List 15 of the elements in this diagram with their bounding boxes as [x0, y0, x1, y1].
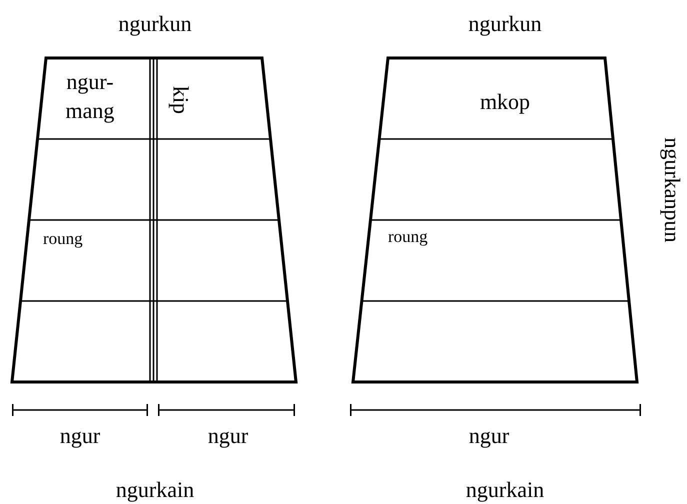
cell-label: roung — [388, 226, 428, 248]
cell-label: mkop — [478, 88, 532, 116]
rotated-label: ngurkanpun — [659, 137, 685, 243]
house-section-drawing — [353, 58, 637, 382]
dimension-label: ngurkun — [468, 11, 542, 37]
cell-label: ngur-mang — [64, 68, 116, 125]
dimension-label: ngurkain — [116, 477, 194, 503]
dimension-label: ngurkun — [118, 11, 192, 37]
dimension-label: ngur — [60, 423, 100, 449]
dimension-label: ngur — [208, 423, 248, 449]
cell-label: roung — [43, 228, 83, 250]
dimension-label: ngur — [468, 423, 510, 449]
dimension-label: ngurkain — [466, 477, 544, 503]
rotated-label: kip — [167, 86, 194, 114]
house-section-drawing — [12, 58, 296, 382]
